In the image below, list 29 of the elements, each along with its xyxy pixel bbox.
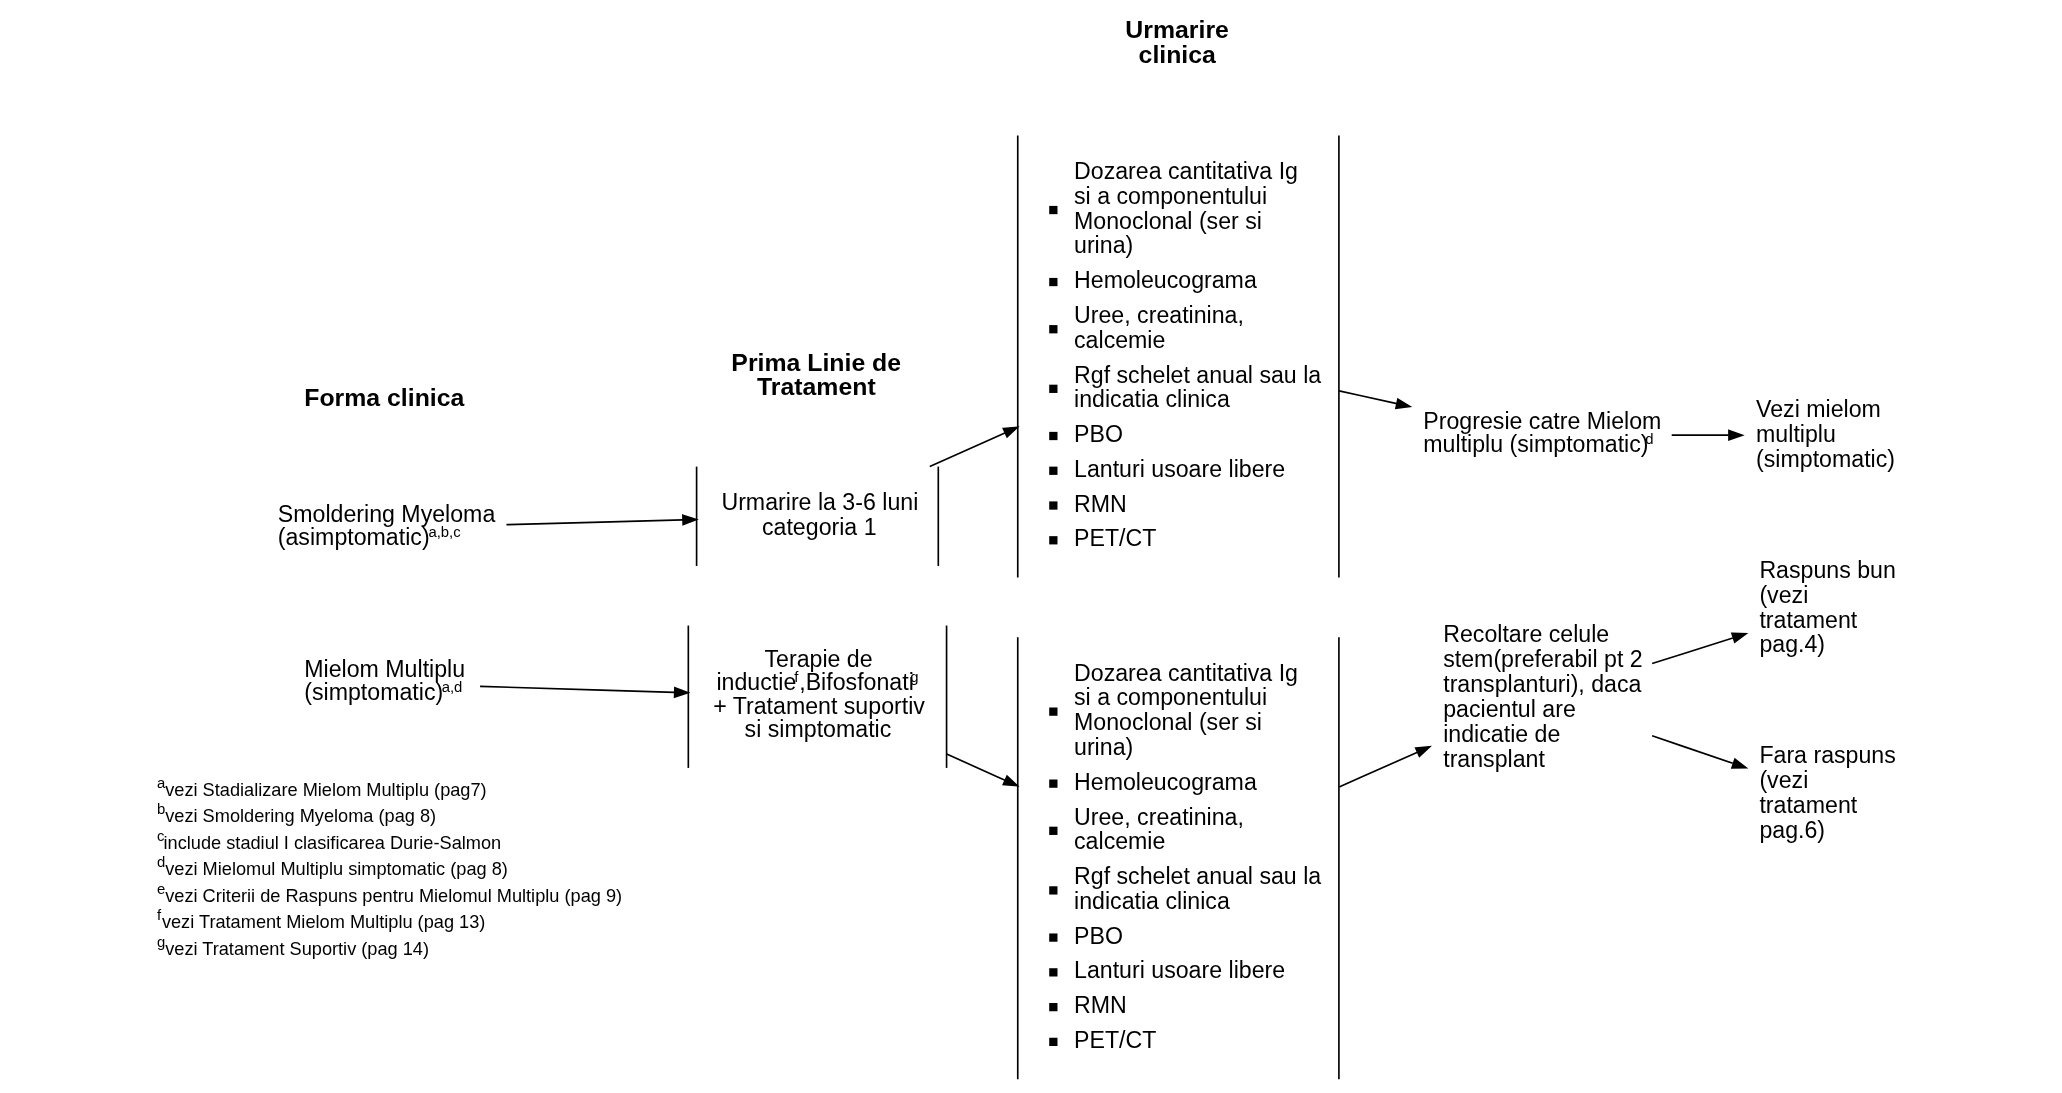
node-text: Fara raspuns (vezi tratament pag.6)	[1759, 742, 1896, 843]
arrow	[928, 426, 1020, 468]
arrow	[1670, 429, 1745, 441]
node-text: Dozarea cantitativa Ig si a componentului Monoclonal (ser si urina) Hemoleucograma Uree, creatinina, calcemie Rgf schelet anual sau la indicatia clinica PBO Lanturi usoare libere RMN PET/CT	[1074, 659, 1322, 1054]
label: $^{f}$vezi Tratament Mielom Multiplu (pag 13)	[156, 907, 486, 933]
label: $^{g}$vezi Tratament Suportiv (pag 14)	[156, 933, 430, 959]
arrow	[1338, 745, 1432, 788]
arrow	[479, 685, 691, 699]
arrow	[1338, 390, 1413, 410]
label: $^{a}$vezi Stadializare Mielom Multiplu (pag7)	[156, 774, 487, 800]
arrow	[505, 514, 699, 526]
arrow	[1651, 734, 1749, 769]
node-text: Vezi mielom multiplu (simptomatic)	[1756, 396, 1896, 472]
label: $^{c}$include stadiul I clasificarea Durie-Salmon	[156, 827, 502, 853]
node-text: Dozarea cantitativa Ig si a componentului Monoclonal (ser si urina) Hemoleucograma Uree, creatinina, calcemie Rgf schelet anual sau la indicatia clinica PBO Lanturi usoare libere RMN PET/CT	[1074, 157, 1322, 552]
node-text: Raspuns bun (vezi tratament pag.4)	[1759, 556, 1896, 658]
node-text: Urmarire la 3-6 luni categoria 1	[721, 489, 919, 540]
label: $^{b}$vezi Smoldering Myeloma (pag 8)	[156, 801, 437, 827]
label: Forma clinica	[304, 384, 465, 412]
label: Prima Linie de Tratament	[731, 348, 902, 401]
arrow	[1651, 632, 1749, 665]
arrow	[945, 753, 1020, 787]
node-text: Smoldering Myeloma (asimptomatic)$^{a,b,c}$	[277, 500, 496, 550]
label: $^{d}$vezi Mielomul Multiplu simptomatic (pag 8)	[156, 854, 508, 880]
label: Urmarire clinica	[1125, 15, 1229, 68]
node-text: Progresie catre Mielom multiplu (simptomatic)$^{d}$	[1423, 407, 1662, 458]
label: $^{e}$vezi Criterii de Raspuns pentru Mielomul Multiplu (pag 9)	[156, 880, 623, 906]
node-text: Mielom Multiplu (simptomatic)$^{a,d}$	[304, 656, 466, 706]
node-text: Recoltare celule stem(preferabil pt 2 transplanturi), daca pacientul are indicatie de transplant	[1443, 621, 1643, 772]
